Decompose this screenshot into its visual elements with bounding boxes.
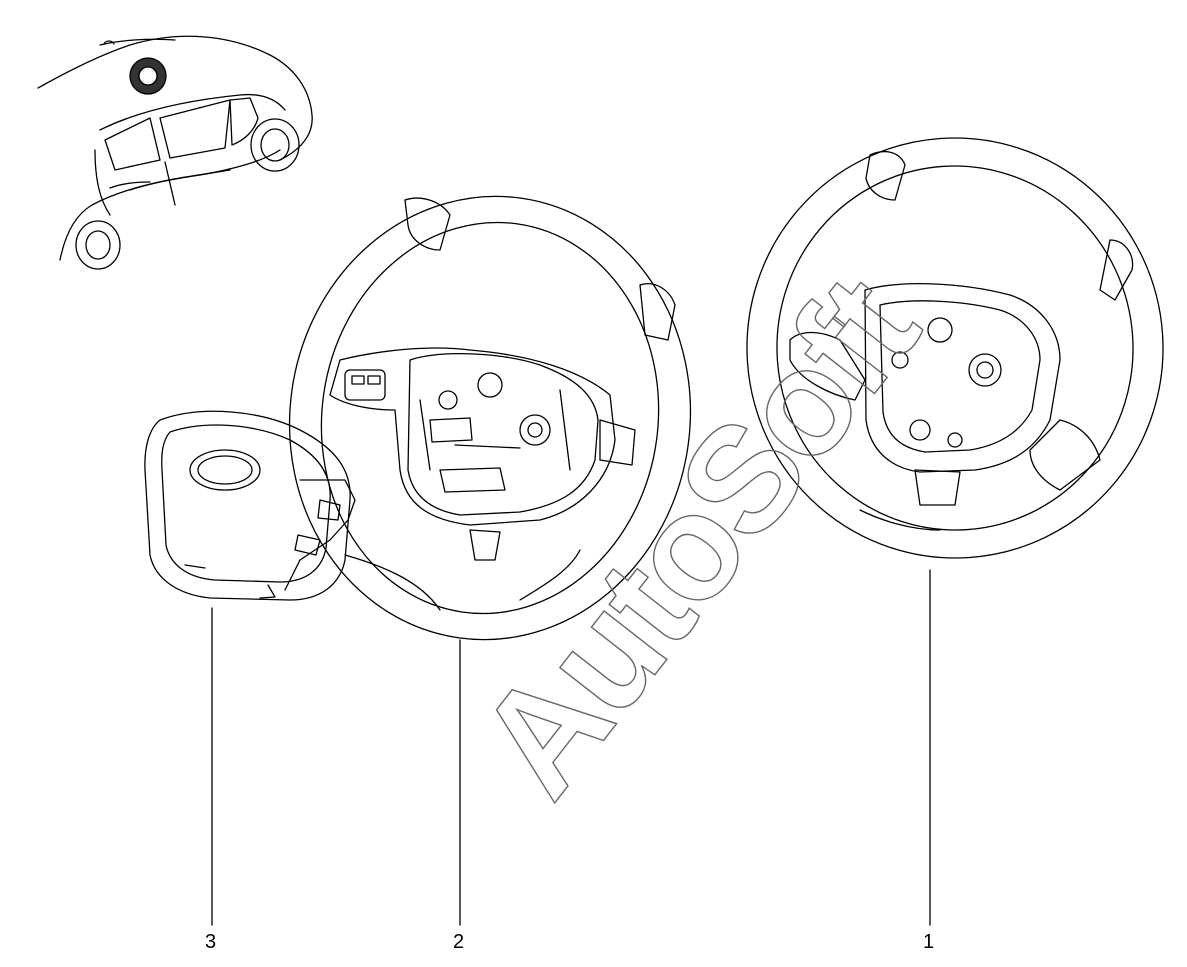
vehicle-location-thumbnail (37, 35, 313, 270)
steering-wheel-part-1 (746, 137, 1164, 559)
callout-part-1: 1 (923, 931, 935, 953)
callout-part-2: 2 (453, 931, 465, 953)
steering-wheel-part-2 (288, 195, 692, 641)
watermark-text: AutoSoft (445, 246, 949, 826)
callout-part-3: 3 (205, 931, 217, 953)
watermark: AutoSoft (444, 245, 950, 826)
airbag-module-part-3 (144, 410, 356, 601)
